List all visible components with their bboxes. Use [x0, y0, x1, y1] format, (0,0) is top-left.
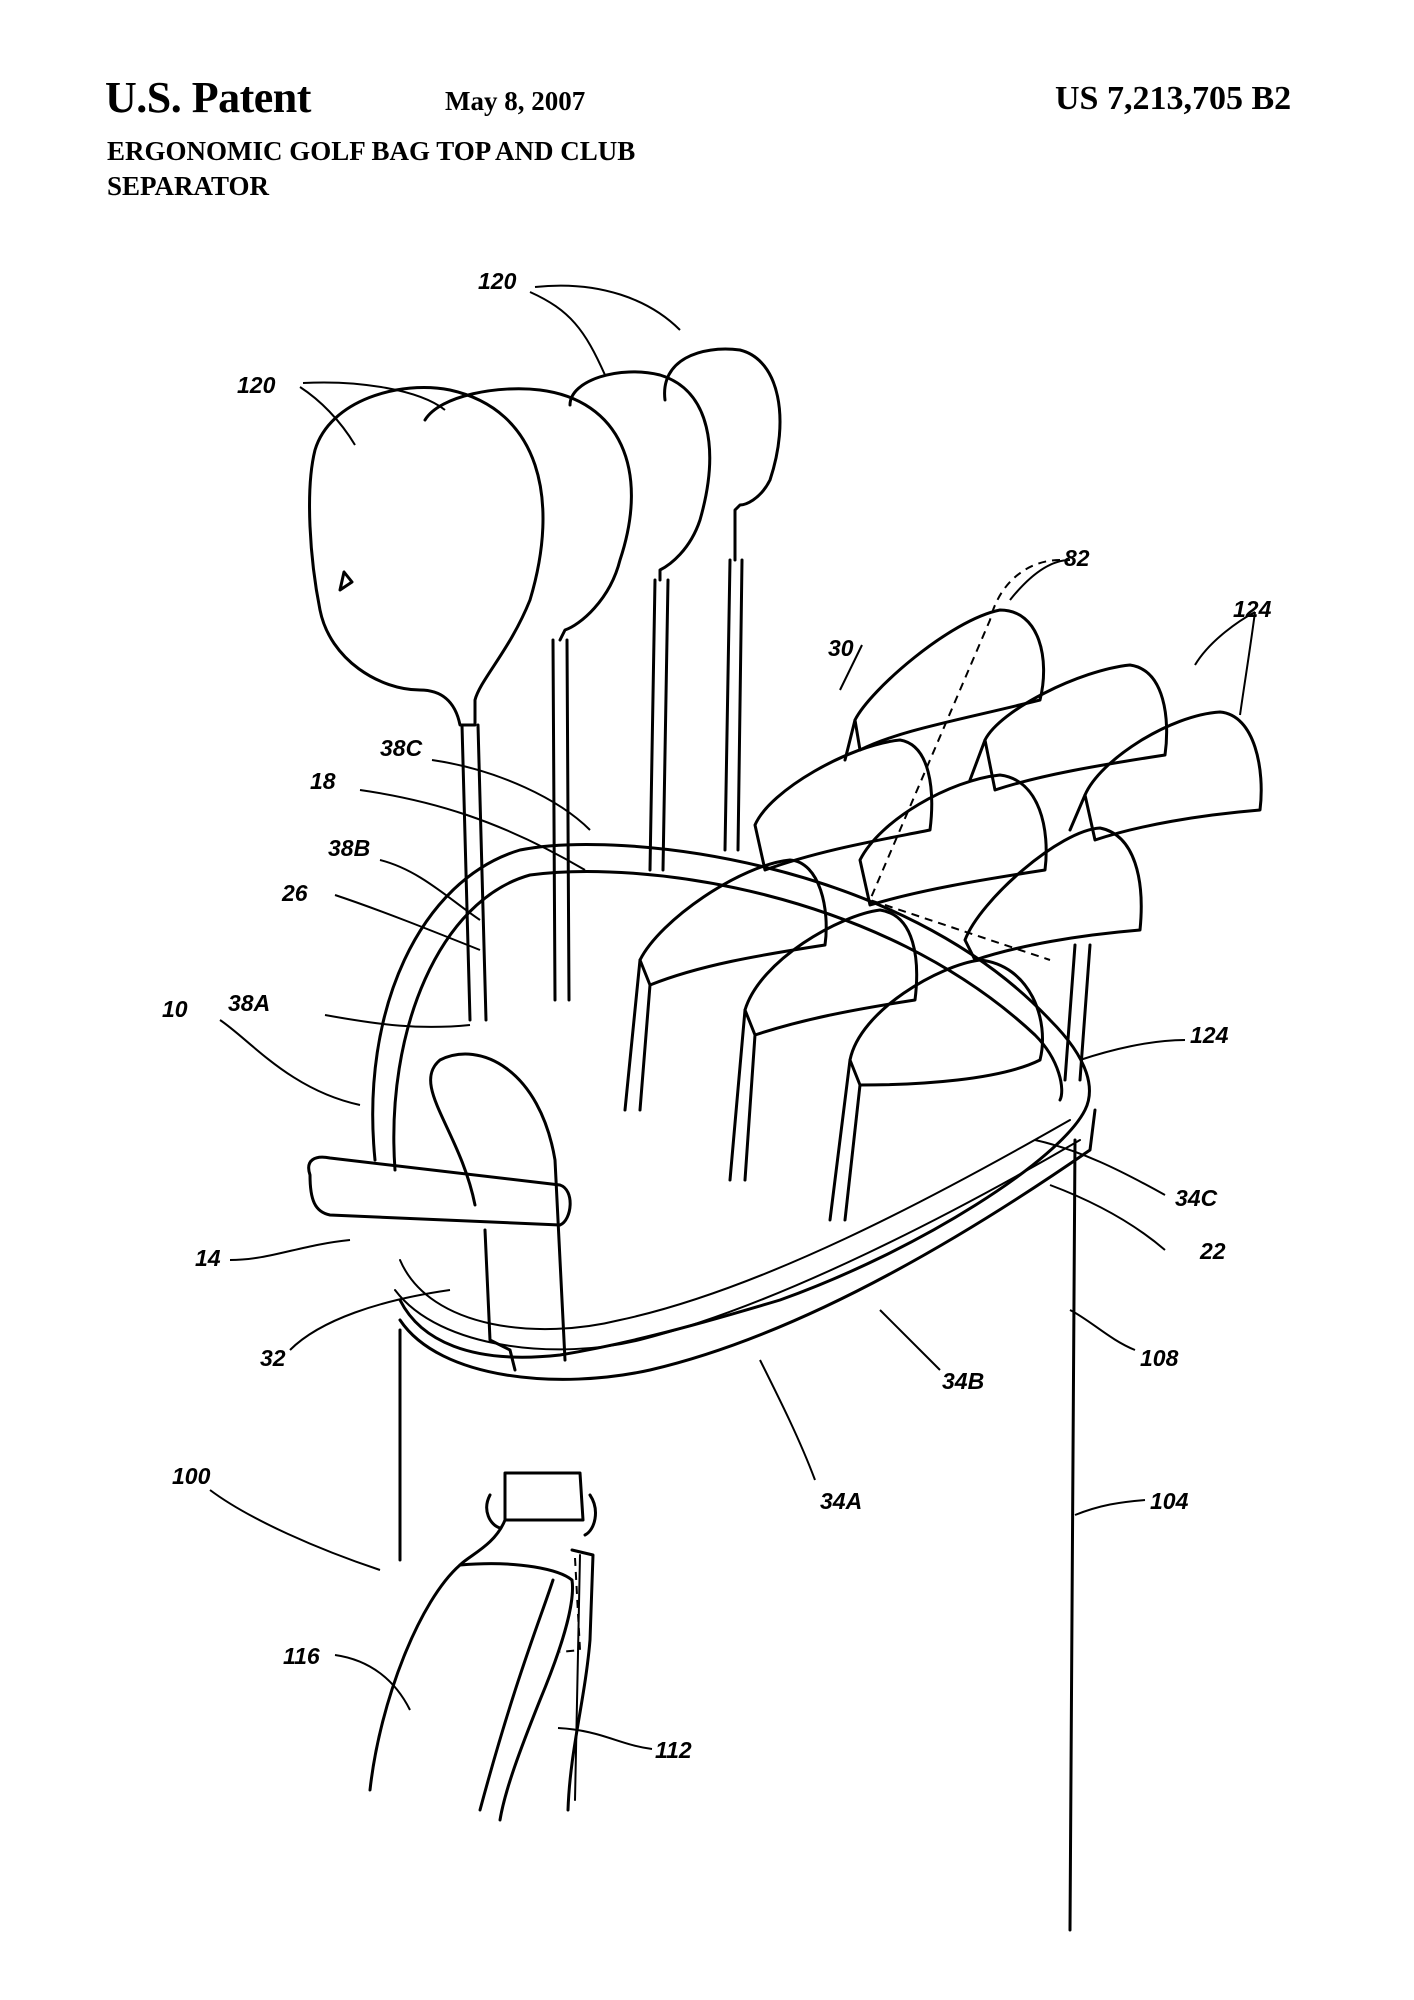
iron-club-heads — [638, 608, 1263, 1087]
patent-title-line-2: SEPARATOR — [107, 171, 270, 201]
ref-label-26: 26 — [282, 880, 308, 906]
ref-label-30: 30 — [828, 635, 854, 661]
putter — [307, 1052, 572, 1372]
ref-label-124-lower: 124 — [1190, 1022, 1229, 1048]
bag-body — [398, 1138, 1077, 1932]
patent-date: May 8, 2007 — [445, 86, 586, 116]
ref-label-108: 108 — [1140, 1345, 1179, 1371]
ref-label-10: 10 — [162, 996, 188, 1022]
iron-shafts — [623, 718, 1092, 1222]
ref-label-38A: 38A — [228, 990, 271, 1016]
ref-label-18: 18 — [310, 768, 336, 794]
bag-top-rim — [371, 843, 1097, 1381]
ref-label-104: 104 — [1150, 1488, 1189, 1514]
wood-head-1 — [308, 386, 545, 727]
ref-label-32: 32 — [260, 1345, 286, 1371]
patent-title-line-1: ERGONOMIC GOLF BAG TOP AND CLUB — [107, 136, 636, 166]
ref-label-124-upper: 124 — [1233, 596, 1272, 622]
wood-shafts — [460, 558, 744, 1022]
ref-label-38B: 38B — [328, 835, 371, 861]
ref-label-38C: 38C — [380, 735, 423, 761]
ref-label-34C: 34C — [1175, 1185, 1218, 1211]
ref-label-120-left: 120 — [237, 372, 276, 398]
shoulder-strap — [368, 1471, 597, 1822]
wood-head-4 — [663, 347, 782, 562]
ref-label-82: 82 — [1064, 545, 1090, 571]
ref-label-22: 22 — [1200, 1238, 1226, 1264]
separator-dashed-line — [868, 559, 1061, 961]
wood-head-marker-icon — [338, 570, 354, 592]
wood-head-2 — [423, 387, 633, 642]
ref-label-112: 112 — [655, 1737, 692, 1763]
leader-lines — [209, 284, 1256, 1750]
ref-label-100: 100 — [172, 1463, 211, 1489]
patent-number: US 7,213,705 B2 — [1055, 80, 1292, 117]
ref-label-34A: 34A — [820, 1488, 863, 1514]
ref-label-14: 14 — [195, 1245, 221, 1271]
patent-office-label: U.S. Patent — [105, 73, 311, 122]
ref-label-116: 116 — [283, 1643, 320, 1669]
ref-label-34B: 34B — [942, 1368, 985, 1394]
wood-head-3 — [568, 370, 712, 582]
ref-label-120-top: 120 — [478, 268, 517, 294]
wood-club-heads — [308, 347, 782, 727]
